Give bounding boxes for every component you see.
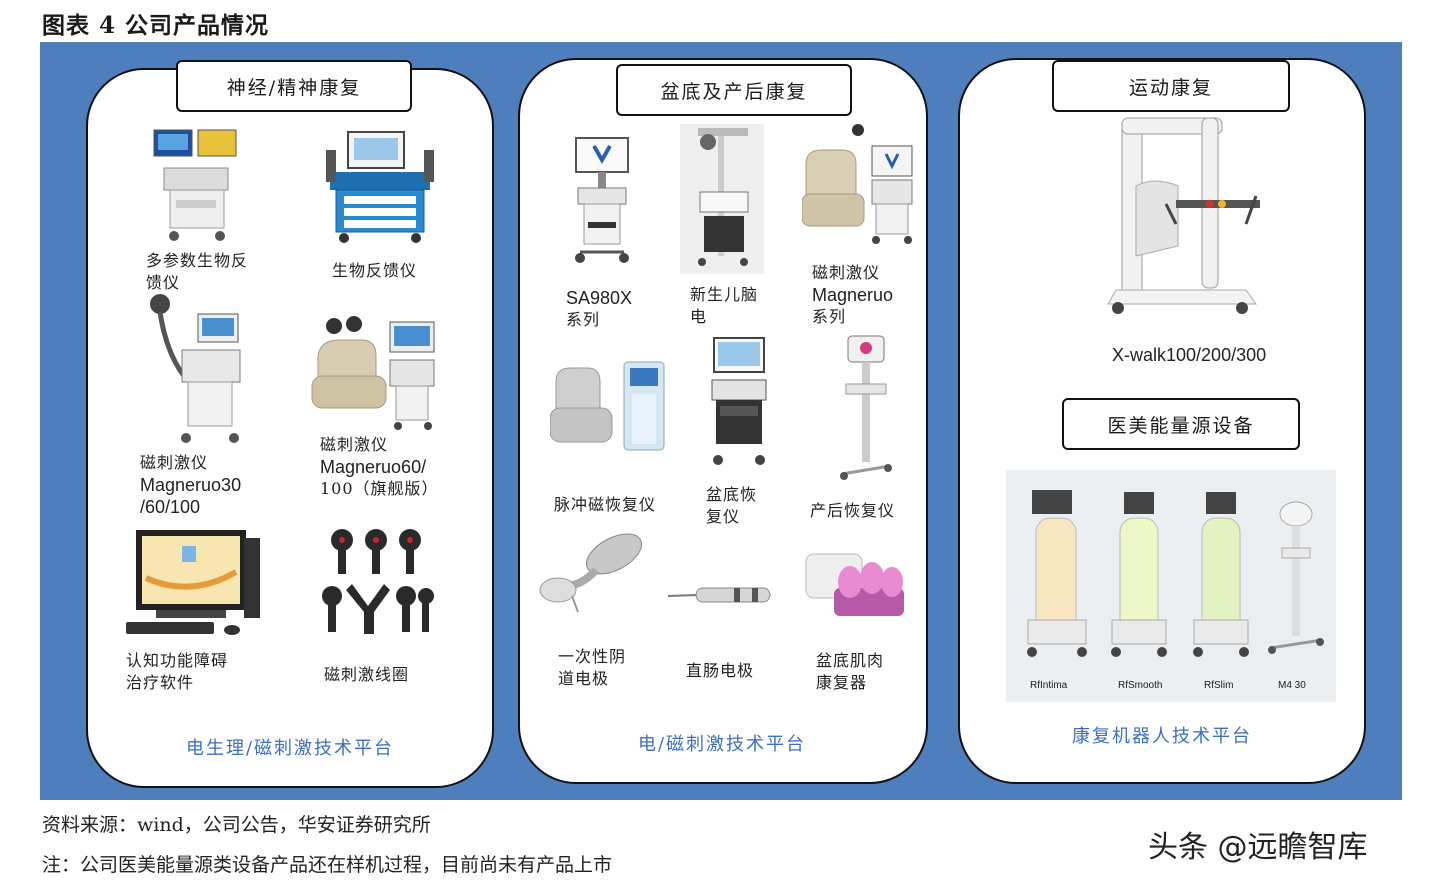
magnetic-stimulator-chair-icon	[311, 316, 435, 430]
aesthetic-devices-image: RfIntima RfSmooth RfSlim M4 30	[1006, 470, 1336, 702]
neuro-item-3-label: 磁刺激仪 Magneruo30 /60/100	[140, 453, 242, 517]
cognitive-software-monitor-icon	[126, 530, 260, 635]
neuro-item-4-label: 磁刺激仪 Magneruo60/ 100（旗舰版）	[320, 435, 439, 498]
pelvic-platform-label: 电/磁刺激技术平台	[637, 734, 807, 755]
vaginal-electrode-icon	[539, 533, 643, 613]
x-walk-robot-icon	[1107, 117, 1260, 314]
neuro-item-6-label: 磁刺激线圈	[324, 665, 410, 684]
panel-neuro-header: 神经/精神康复	[176, 60, 412, 112]
pelvic-muscle-trainer-icon	[805, 553, 904, 616]
neuro-platform-label: 电生理/磁刺激技术平台	[185, 738, 395, 759]
pelvic-item-9-label: 盆底肌肉康复器	[816, 651, 885, 692]
sa980x-cart-icon	[575, 137, 629, 263]
neuro-item-1-label: 多参数生物反馈仪	[146, 251, 249, 292]
device-label-rfintima: RfIntima	[1030, 680, 1068, 691]
x-walk-product-label: X-walk100/200/300	[1112, 345, 1267, 365]
watermark: 头条 @远瞻智库	[1148, 830, 1368, 865]
device-label-rfsmooth: RfSmooth	[1118, 680, 1163, 691]
pelvic-item-3-label: 磁刺激仪 Magneruo 系列	[812, 263, 894, 326]
pelvic-item-8-label: 直肠电极	[686, 661, 755, 680]
motion-platform-label: 康复机器人技术平台	[1072, 726, 1252, 747]
pelvic-item-5-label: 盆底恢复仪	[706, 485, 758, 526]
neonatal-eeg-icon	[680, 124, 764, 274]
device-label-m430: M4 30	[1278, 680, 1306, 691]
pelvic-item-6-label: 产后恢复仪	[810, 501, 896, 520]
pulse-magnetic-chair-icon	[550, 361, 665, 451]
pelvic-item-7-label: 一次性阴道电极	[558, 647, 627, 688]
magnetic-stimulator-cart-icon	[150, 294, 241, 443]
biofeedback-cart-icon	[326, 131, 434, 243]
magneruo-chair-icon	[802, 124, 913, 244]
medical-aesthetic-header: 医美能量源设备	[1062, 398, 1300, 450]
source-note: 资料来源：wind，公司公告，华安证券研究所	[42, 814, 431, 836]
neuro-item-5-label: 认知功能障碍治疗软件	[126, 651, 229, 692]
rectal-electrode-icon	[668, 587, 771, 603]
device-label-rfslim: RfSlim	[1204, 680, 1234, 691]
postpartum-device-icon	[840, 335, 892, 480]
panel-pelvic-header: 盆底及产后康复	[616, 64, 852, 116]
pelvic-recovery-cart-icon	[711, 337, 767, 465]
pelvic-item-4-label: 脉冲磁恢复仪	[554, 495, 657, 514]
footnote: 注：公司医美能量源类设备产品还在样机过程，目前尚未有产品上市	[42, 854, 613, 876]
pelvic-item-2-label: 新生儿脑电	[690, 285, 759, 326]
biofeedback-workstation-icon	[153, 129, 237, 241]
figure-title: 图表 4 公司产品情况	[42, 12, 270, 39]
magnetic-coil-icon	[322, 529, 434, 634]
panel-motion-header: 运动康复	[1052, 60, 1290, 112]
neuro-item-2-label: 生物反馈仪	[332, 261, 418, 280]
